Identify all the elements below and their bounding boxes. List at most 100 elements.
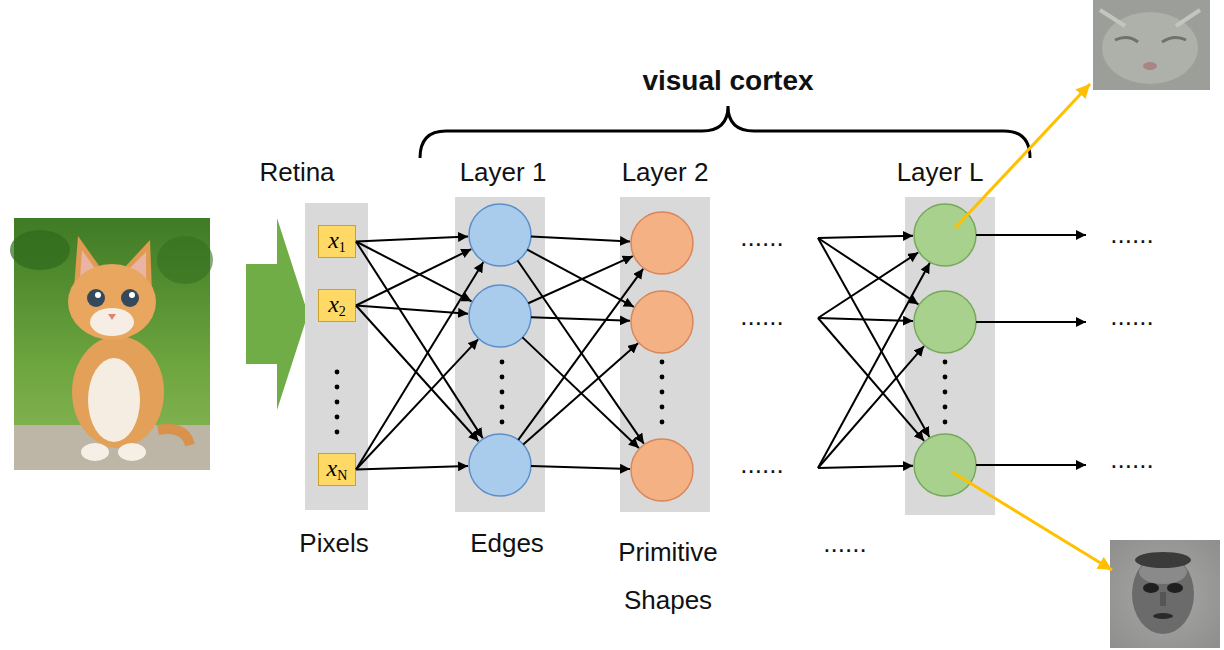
vertical-ellipsis-dot: [943, 375, 948, 380]
neuron-circle: [469, 204, 531, 266]
ellipsis-mark: ......: [1110, 444, 1153, 474]
layer-heading: Retina: [259, 157, 334, 187]
label-wrap: Pixels: [299, 528, 368, 558]
neuron-circle: [631, 212, 693, 274]
input-pixel-box: x2: [318, 289, 356, 322]
connection-line: [523, 343, 638, 444]
output-line: [976, 234, 1086, 236]
connection-line: [528, 256, 633, 303]
connection-line: [356, 262, 483, 469]
label-wrap: Primitive Shapes: [598, 528, 738, 624]
connection-line: [356, 339, 478, 469]
pixel-symbol: x2: [328, 292, 346, 319]
ellipsis-mark: ......: [740, 301, 783, 331]
variable-name: x: [328, 227, 339, 253]
neuron-circle: [469, 434, 531, 496]
feature-pointer: [952, 472, 1112, 570]
label-wrap: ......: [740, 222, 783, 252]
input-arrow: [246, 218, 308, 410]
connection-line: [356, 306, 479, 442]
layer-heading-wrap: Layer 1: [460, 157, 547, 187]
connection-line: [818, 236, 913, 238]
output-line: [976, 321, 1086, 323]
ellipsis-mark: ......: [1110, 219, 1153, 249]
label-wrap: Edges: [470, 528, 544, 558]
label-wrap: visual cortex: [642, 66, 813, 96]
neuron-circle: [631, 291, 693, 353]
vertical-ellipsis-dot: [335, 370, 340, 375]
layer-heading-wrap: Layer 2: [622, 157, 709, 187]
cortex-bracket: [420, 106, 1030, 158]
label-wrap: ......: [740, 449, 783, 479]
label-wrap: ......: [823, 528, 866, 558]
ellipsis-mark: ......: [823, 528, 866, 558]
feature-pointer: [955, 84, 1090, 228]
neuron-circle: [914, 204, 976, 266]
vertical-ellipsis-dot: [660, 360, 665, 365]
layer-heading: Layer 2: [622, 157, 709, 187]
connection-line: [356, 242, 472, 302]
neuron-circle: [914, 291, 976, 353]
connection-line: [356, 236, 468, 241]
connection-line: [356, 249, 471, 305]
layer-heading-wrap: Retina: [259, 157, 334, 187]
connection-line: [531, 317, 630, 321]
connection-line: [818, 346, 924, 468]
label-wrap: ......: [1110, 301, 1153, 331]
vertical-ellipsis-dot: [660, 390, 665, 395]
vertical-ellipsis-dot: [943, 420, 948, 425]
kitten-photo: [10, 218, 213, 470]
vertical-ellipsis-dot: [660, 420, 665, 425]
variable-index: 1: [339, 240, 346, 255]
connection-line: [818, 318, 924, 441]
vertical-ellipsis-dot: [943, 405, 948, 410]
group-title: visual cortex: [642, 66, 813, 96]
vertical-ellipsis-dot: [500, 390, 505, 395]
label-wrap: ......: [1110, 444, 1153, 474]
neuron-circle: [914, 434, 976, 496]
connection-line: [818, 263, 930, 468]
connection-line: [818, 466, 913, 468]
stage-label: Edges: [470, 528, 544, 558]
vertical-ellipsis-dot: [335, 400, 340, 405]
stage-label: Pixels: [299, 528, 368, 558]
layer-heading: Layer 1: [460, 157, 547, 187]
vertical-ellipsis-dot: [335, 415, 340, 420]
connection-line: [531, 466, 630, 469]
layer-heading: Layer L: [897, 157, 984, 187]
cat-feature-image: [1093, 0, 1210, 90]
vertical-ellipsis-dot: [660, 375, 665, 380]
neuron-circle: [631, 439, 693, 501]
pixel-symbol: x1: [328, 228, 346, 255]
connection-line: [818, 238, 918, 304]
input-pixel-box: x1: [318, 225, 356, 258]
connection-line: [356, 466, 468, 470]
vertical-ellipsis-dot: [943, 360, 948, 365]
connection-line: [356, 242, 483, 439]
input-pixel-box: xN: [318, 453, 356, 486]
output-line: [976, 464, 1086, 466]
vertical-ellipsis-dot: [943, 390, 948, 395]
layer-heading-wrap: Layer L: [897, 157, 984, 187]
ellipsis-mark: ......: [1110, 301, 1153, 331]
vertical-ellipsis-dot: [335, 430, 340, 435]
variable-index: 2: [339, 304, 346, 319]
vertical-ellipsis-dot: [500, 405, 505, 410]
variable-name: x: [328, 291, 339, 317]
pixel-symbol: xN: [327, 456, 348, 483]
stage-label: Primitive Shapes: [598, 528, 738, 624]
connection-line: [531, 237, 630, 242]
label-wrap: ......: [1110, 219, 1153, 249]
vertical-ellipsis-dot: [500, 420, 505, 425]
ellipsis-mark: ......: [740, 222, 783, 252]
vertical-ellipsis-dot: [500, 360, 505, 365]
face-feature-image: [1110, 540, 1220, 648]
variable-index: N: [337, 468, 347, 483]
label-wrap: ......: [740, 301, 783, 331]
vertical-ellipsis-dot: [660, 405, 665, 410]
